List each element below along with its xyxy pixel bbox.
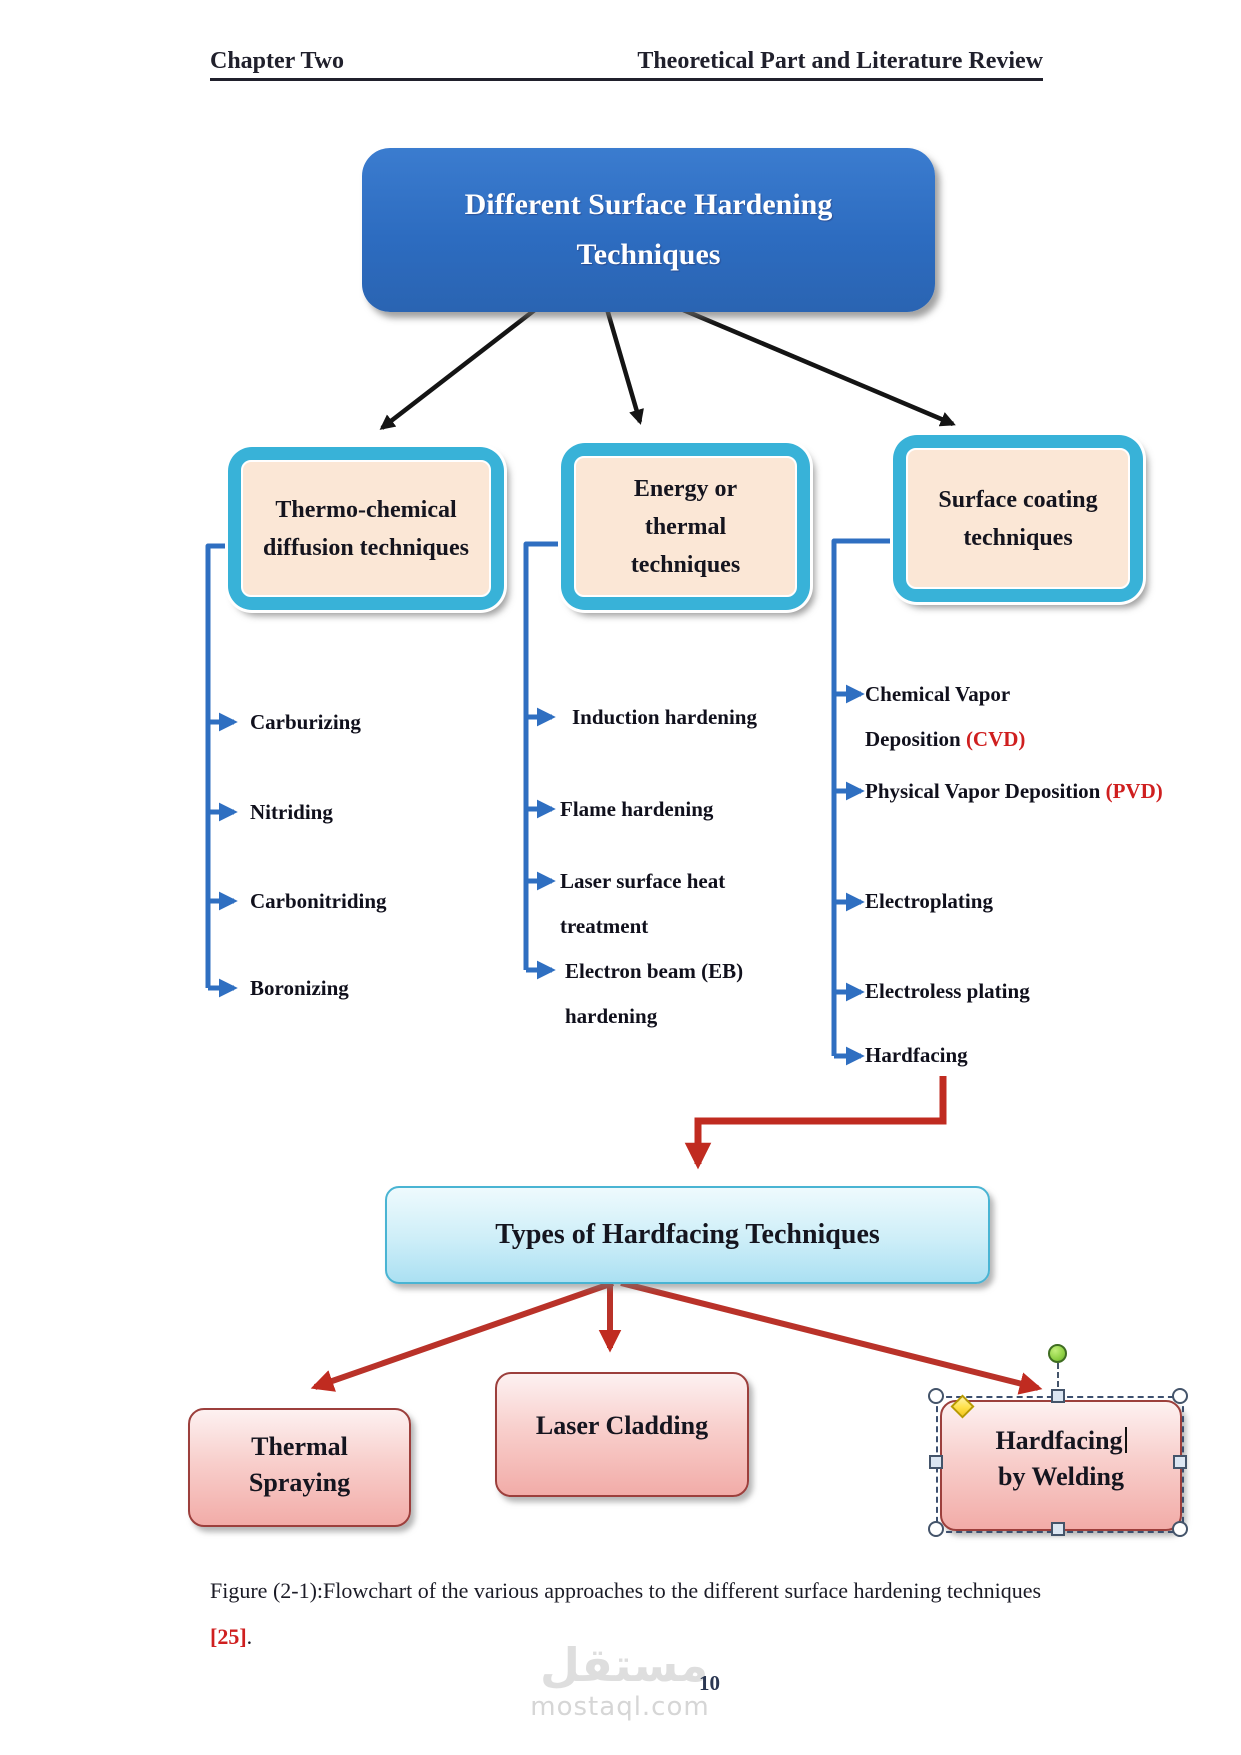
list-item-electroless-plating[interactable]: Electroless plating [865, 969, 1145, 1014]
category-energy-thermal-inner: Energy or thermal techniques [574, 456, 797, 597]
root-node-label: Different Surface Hardening Techniques [464, 188, 833, 271]
list-item-text: Physical Vapor Deposition [865, 779, 1106, 803]
arrow-root-to-thermochemical [379, 307, 538, 430]
text-cursor [1124, 1427, 1127, 1453]
resize-handle-top-left[interactable] [928, 1388, 944, 1404]
page-header: Chapter Two Theoretical Part and Literat… [210, 48, 1043, 81]
list-item-pvd[interactable]: Physical Vapor Deposition (PVD) [865, 769, 1180, 814]
category-surface-coating-inner: Surface coating techniques [906, 448, 1130, 589]
resize-handle-left[interactable] [929, 1455, 943, 1469]
list-item-text: Electroplating [865, 889, 993, 913]
list-item-cvd[interactable]: Chemical Vapor Deposition (CVD) [865, 672, 1100, 762]
list-item-text: Chemical Vapor Deposition [865, 682, 1010, 751]
list-item-text: Flame hardening [560, 797, 714, 821]
category-label: Thermo-chemical diffusion techniques [262, 496, 470, 561]
list-item-red-text: (PVD) [1105, 779, 1163, 803]
list-item-induction-hardening[interactable]: Induction hardening [572, 695, 802, 740]
arrow-root-to-energy [604, 308, 644, 425]
pill-label-line: Thermal [251, 1432, 348, 1461]
list-item-electroplating[interactable]: Electroplating [865, 879, 1145, 924]
pill-hardfacing-by-welding[interactable]: Hardfacing by Welding [940, 1400, 1182, 1531]
category-thermochemical[interactable]: Thermo-chemical diffusion techniques [228, 447, 504, 610]
watermark-domain: mostaql.com [530, 1692, 710, 1722]
resize-handle-right[interactable] [1173, 1455, 1187, 1469]
list-item-text: Nitriding [250, 800, 333, 824]
resize-handle-bottom-left[interactable] [928, 1521, 944, 1537]
citation: [25] [210, 1624, 247, 1649]
list-item-text: Electron beam (EB) hardening [565, 959, 744, 1028]
category-label: Energy or thermal techniques [630, 475, 741, 578]
category-label: Surface coating techniques [938, 486, 1098, 551]
arrow-hardfacing-to-types [684, 1076, 947, 1170]
page-number: 10 [699, 1671, 720, 1695]
category-thermochemical-inner: Thermo-chemical diffusion techniques [241, 460, 491, 597]
list-item-carburizing[interactable]: Carburizing [250, 700, 480, 745]
watermark-arabic: مستقل [540, 1638, 709, 1692]
pill-laser-cladding[interactable]: Laser Cladding [495, 1372, 749, 1497]
pill-thermal-spraying[interactable]: Thermal Spraying [188, 1408, 411, 1527]
resize-handle-bottom-right[interactable] [1172, 1521, 1188, 1537]
resize-handle-top[interactable] [1051, 1389, 1065, 1403]
bracket-energy [523, 541, 561, 970]
category-surface-coating[interactable]: Surface coating techniques [893, 435, 1143, 602]
pill-label-line: Spraying [248, 1468, 351, 1497]
list-item-red-text: (CVD) [965, 727, 1026, 751]
rotation-handle[interactable] [1048, 1344, 1067, 1363]
list-item-laser-surface-heat[interactable]: Laser surface heat treatment [560, 859, 785, 949]
types-of-hardfacing-node[interactable]: Types of Hardfacing Techniques [385, 1186, 990, 1284]
list-item-text: Hardfacing [865, 1043, 968, 1067]
resize-handle-top-right[interactable] [1172, 1388, 1188, 1404]
list-item-boronizing[interactable]: Boronizing [250, 966, 480, 1011]
types-of-hardfacing-label: Types of Hardfacing Techniques [495, 1219, 880, 1250]
list-item-flame-hardening[interactable]: Flame hardening [560, 787, 790, 832]
list-item-text: Induction hardening [572, 705, 757, 729]
pill-label-line: Laser Cladding [535, 1411, 709, 1440]
list-item-nitriding[interactable]: Nitriding [250, 790, 480, 835]
list-item-text: Laser surface heat treatment [560, 869, 726, 938]
arrow-root-to-coating [680, 306, 956, 427]
rotation-handle-stem [1057, 1363, 1059, 1396]
list-item-electron-beam[interactable]: Electron beam (EB) hardening [565, 949, 815, 1039]
list-item-carbonitriding[interactable]: Carbonitriding [250, 879, 480, 924]
root-node[interactable]: Different Surface Hardening Techniques [362, 148, 935, 312]
pill-label-line: by Welding [998, 1462, 1124, 1491]
header-right-title: Theoretical Part and Literature Review [637, 48, 1043, 74]
pill-label-line: Hardfacing [995, 1426, 1123, 1455]
list-item-text: Carbonitriding [250, 889, 387, 913]
list-item-text: Carburizing [250, 710, 361, 734]
chapter-title: Chapter Two [210, 48, 345, 74]
bracket-thermochemical [205, 543, 233, 988]
caption-text-after: . [246, 1624, 253, 1649]
list-item-text: Boronizing [250, 976, 349, 1000]
resize-handle-bottom[interactable] [1051, 1522, 1065, 1536]
list-item-hardfacing[interactable]: Hardfacing [865, 1033, 1145, 1078]
category-energy-thermal[interactable]: Energy or thermal techniques [561, 443, 810, 610]
caption-text: Figure (2-1):Flowchart of the various ap… [210, 1578, 1042, 1603]
figure-caption: Figure (2-1):Flowchart of the various ap… [210, 1568, 1045, 1660]
list-item-text: Electroless plating [865, 979, 1030, 1003]
